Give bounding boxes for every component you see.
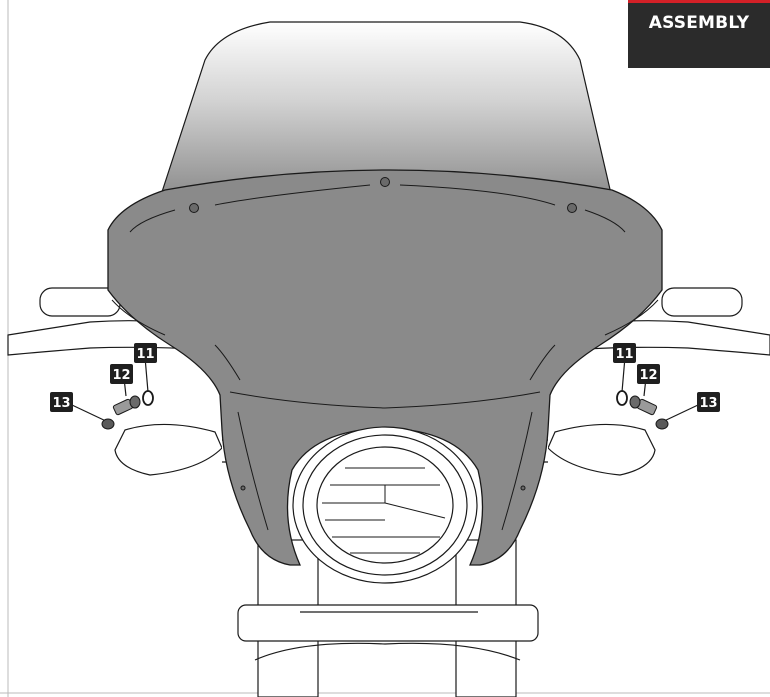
callout-left-13: 13 [50,392,73,412]
right-turn-signal [529,423,656,476]
right-bolt [629,395,658,416]
callout-left-12-text: 12 [112,368,130,383]
fairing-detail-lines [111,184,659,531]
left-washer [142,390,154,406]
front-fork [237,539,539,697]
callout-left-13-text: 13 [52,396,70,411]
mounting-holes [189,177,577,491]
right-washer [616,390,628,406]
left-bolt [112,395,141,416]
left-hardware [101,390,154,430]
callout-right-12-text: 12 [639,368,657,383]
left-turn-signal [114,423,241,476]
callout-right-11: 11 [613,343,636,363]
assembly-section-badge: ASSEMBLY [628,0,770,68]
windshield [159,21,613,199]
left-cap [101,418,115,430]
callout-right-13: 13 [697,392,720,412]
right-hardware [616,390,669,430]
callout-right-13-text: 13 [699,396,717,411]
fairing-body [107,169,663,566]
callout-left-12: 12 [110,364,133,384]
assembly-section-label: ASSEMBLY [648,13,750,33]
callout-right-12: 12 [637,364,660,384]
callout-left-11: 11 [134,343,157,363]
headlight [292,426,478,584]
right-cap [655,418,669,430]
callout-left-11-text: 11 [136,347,154,362]
callout-right-11-text: 11 [615,347,633,362]
